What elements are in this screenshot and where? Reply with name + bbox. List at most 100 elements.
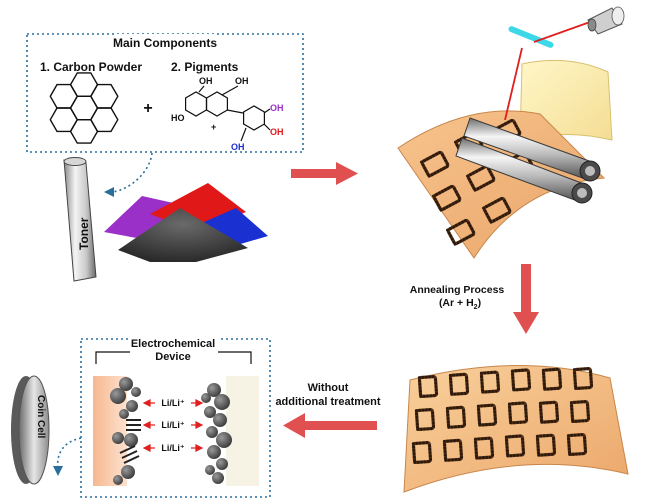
right-particle-8 xyxy=(216,458,228,470)
right-particle-1 xyxy=(207,383,221,397)
right-particle-5 xyxy=(206,426,218,438)
transfer-line-2: additional treatment xyxy=(275,396,380,408)
positive-charge: + xyxy=(211,122,216,132)
pigment-bond xyxy=(226,109,244,114)
graphitic-layers xyxy=(119,419,141,464)
annealed-pad-8 xyxy=(445,405,467,429)
pigment-ring-c xyxy=(206,91,228,117)
right-particle-2 xyxy=(214,394,230,410)
annealed-pad-17 xyxy=(535,433,557,457)
left-particle-5 xyxy=(124,433,138,447)
annealed-pad-4 xyxy=(510,368,532,392)
annealed-pad-14 xyxy=(442,438,464,462)
laser-beam-reflected xyxy=(504,47,523,121)
laser-mirror xyxy=(508,26,554,48)
left-particle-1 xyxy=(119,377,133,391)
carbon-ring-6 xyxy=(49,107,79,133)
electrochemical-device-panel: Electrochemical Device Li/Li⁺ Li/Li⁺ Li/… xyxy=(80,337,271,498)
left-particle-6 xyxy=(112,432,124,444)
connector-dotted-line xyxy=(111,152,153,193)
printed-pad-5 xyxy=(466,164,496,192)
coin-cell-face xyxy=(18,375,50,485)
ion-label-mask-2 xyxy=(155,419,191,430)
pigment-bond-oh4 xyxy=(263,123,271,131)
pigment-bond-oh5 xyxy=(240,127,247,142)
oh-top-2: OH xyxy=(235,76,249,86)
device-dotted-border xyxy=(80,338,271,498)
annealed-electrode-pads xyxy=(411,366,594,465)
coin-connector-dotted-line xyxy=(56,437,82,471)
left-arrow-to-device xyxy=(283,413,377,438)
oh-red: OH xyxy=(270,127,284,137)
coin-cell-label: Coin Cell xyxy=(35,395,46,439)
oh-purple: OH xyxy=(270,103,284,113)
toner-label: Toner xyxy=(77,217,91,250)
left-particle-4 xyxy=(119,409,129,419)
process-arrows xyxy=(283,162,539,438)
device-title-mask xyxy=(130,337,218,363)
coin-cell: Coin Cell xyxy=(11,375,50,485)
transfer-line-1: Without xyxy=(308,382,349,394)
ion-label-2: Li/Li⁺ xyxy=(161,420,184,430)
right-arrow-to-printer xyxy=(291,162,358,185)
toner-tube: Toner xyxy=(63,157,97,282)
pigment-bond-oh3 xyxy=(263,108,271,114)
main-components-panel: Main Components 1. Carbon Powder 2. Pigm… xyxy=(26,33,304,153)
ion-label-mask-3 xyxy=(155,442,191,453)
annealing-label: Annealing Process (Ar + H2) xyxy=(410,284,505,311)
pigment-ring-b xyxy=(243,105,265,131)
pigment-bond-oh2 xyxy=(221,85,239,96)
pigment-powder-piles xyxy=(104,183,268,262)
annealing-gas-prefix: (Ar + H xyxy=(439,297,474,309)
title-mask xyxy=(117,34,215,46)
plus-sign: + xyxy=(143,100,152,117)
left-particle-7 xyxy=(121,465,135,479)
right-particle-3 xyxy=(204,406,216,418)
device-title-line-1: Electrochemical xyxy=(131,338,215,350)
annealed-pad-10 xyxy=(507,401,529,425)
left-particle-8 xyxy=(113,475,123,485)
right-particle-4 xyxy=(213,413,227,427)
pigment-molecule: OH OH HO + OH OH OH xyxy=(171,76,284,152)
ion-label-1: Li/Li⁺ xyxy=(161,398,184,408)
black-carbon-powder-pile xyxy=(118,208,248,262)
laser-source xyxy=(587,6,625,35)
oh-top-1: OH xyxy=(199,76,213,86)
down-arrow-annealing xyxy=(513,264,539,334)
oh-blue: OH xyxy=(231,142,245,152)
left-particle-9 xyxy=(131,387,141,397)
annealed-pad-1 xyxy=(417,374,439,399)
annealed-paper xyxy=(403,364,629,493)
pigment-bond-oh1 xyxy=(198,85,205,93)
annealed-pad-11 xyxy=(538,400,560,424)
annealed-pad-15 xyxy=(473,436,495,460)
printer-rollers xyxy=(455,117,601,204)
right-particle-7 xyxy=(207,445,221,459)
carbon-powder-label: 1. Carbon Powder xyxy=(40,60,142,74)
printed-pad-4 xyxy=(432,184,462,212)
components-title: Main Components xyxy=(113,36,217,50)
annealing-gas: (Ar + H2) xyxy=(439,297,481,311)
laser-beam-incoming xyxy=(533,21,591,43)
coin-connector-arrowhead xyxy=(53,466,63,476)
annealed-pad-18 xyxy=(566,432,588,457)
components-dotted-border xyxy=(26,33,304,153)
printed-pad-1 xyxy=(420,150,450,178)
annealing-gas-subscript: 2 xyxy=(474,304,478,311)
printed-pad-8 xyxy=(482,196,512,224)
annealed-pad-6 xyxy=(572,366,594,391)
connector-arrowhead xyxy=(104,187,114,197)
annealed-pad-2 xyxy=(448,372,470,396)
annealed-pad-13 xyxy=(411,440,433,465)
device-title-line-2: Device xyxy=(155,351,190,363)
right-particle-6 xyxy=(216,432,232,448)
annealed-pad-7 xyxy=(414,407,436,432)
right-carbon-particles xyxy=(201,383,232,484)
transfer-label: Without additional treatment xyxy=(275,382,380,408)
ho-left: HO xyxy=(171,113,185,123)
annealed-pad-3 xyxy=(479,370,501,394)
right-electrode xyxy=(226,376,259,486)
printed-pad-7 xyxy=(446,218,476,246)
right-particle-11 xyxy=(201,393,211,403)
pigments-label: 2. Pigments xyxy=(171,60,239,74)
